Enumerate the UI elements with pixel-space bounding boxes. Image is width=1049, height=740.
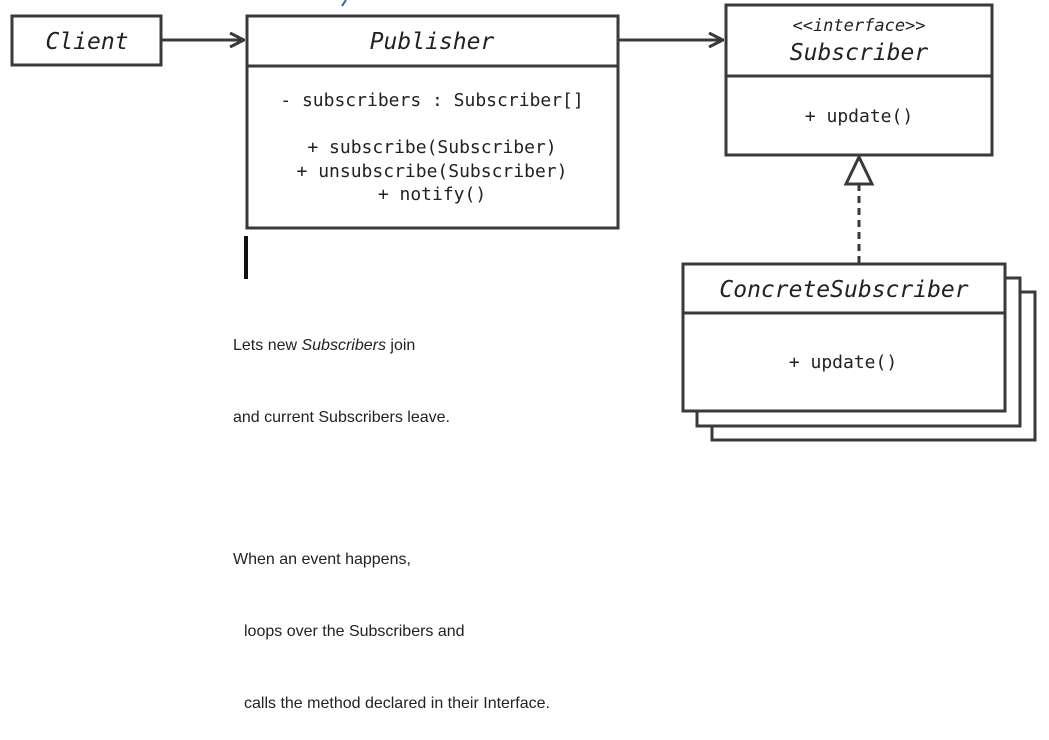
subscriber-title: Subscriber: [790, 40, 929, 66]
subscriber-box: [724, 3, 994, 157]
concrete-subscriber-class: ConcreteSubscriber + update(): [681, 262, 1037, 442]
publisher-field: - subscribers : Subscriber[]: [280, 90, 583, 111]
publisher-class: Publisher - subscribers : Subscriber[] +…: [245, 14, 620, 230]
uml-diagram: Client Publisher - subscribers : Subscri…: [10, 0, 1037, 442]
note-spacer: [233, 478, 550, 500]
publisher-note: Lets new Subscribers join and current Su…: [233, 286, 550, 740]
publisher-method-unsubscribe: + unsubscribe(Subscriber): [297, 161, 568, 182]
subscriber-stereotype: <<interface>>: [792, 16, 925, 36]
client-title: Client: [45, 29, 128, 55]
note-line-1-start: Lets new: [233, 337, 302, 354]
top-fragment: [341, 0, 347, 7]
subscriber-method: + update(): [805, 106, 913, 127]
publisher-box: [245, 14, 620, 230]
note-line-1: Lets new Subscribers join: [233, 334, 550, 358]
concrete-title: ConcreteSubscriber: [719, 277, 968, 303]
note-connector: [244, 236, 248, 279]
note-line-1-end: join: [385, 337, 416, 354]
publisher-method-subscribe: + subscribe(Subscriber): [307, 137, 556, 158]
concrete-box: [681, 262, 1007, 413]
subscriber-interface: <<interface>> Subscriber + update(): [724, 3, 994, 157]
note-line-2: and current Subscribers leave.: [233, 409, 450, 426]
client-class: Client: [10, 14, 163, 67]
publisher-title: Publisher: [370, 29, 495, 55]
note-line-4: loops over the Subscribers and: [244, 623, 465, 640]
realization-triangle-icon: [843, 153, 875, 186]
concrete-method: + update(): [789, 352, 897, 373]
publisher-method-notify: + notify(): [378, 184, 486, 205]
note-line-1-emphasis: Subscribers: [301, 337, 386, 354]
note-line-3: When an event happens,: [233, 551, 411, 568]
note-line-5: calls the method declared in their Inter…: [244, 695, 550, 712]
